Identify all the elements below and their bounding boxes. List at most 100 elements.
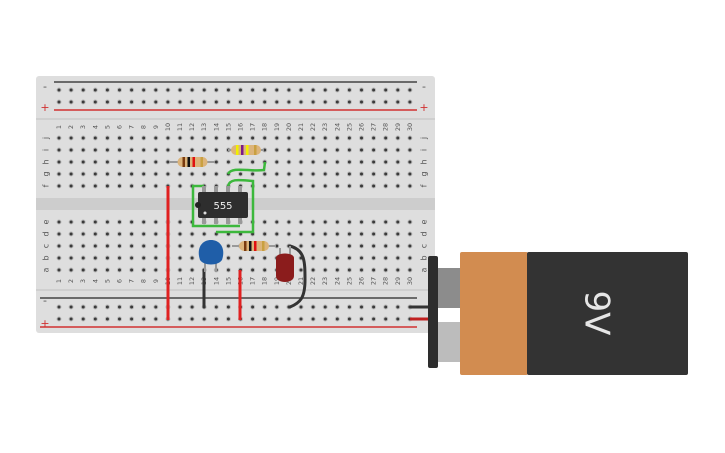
terminal-hole[interactable]: [129, 255, 135, 261]
terminal-hole[interactable]: [80, 171, 86, 177]
terminal-hole[interactable]: [286, 231, 292, 237]
terminal-hole[interactable]: [153, 159, 159, 165]
terminal-hole[interactable]: [395, 147, 401, 153]
terminal-hole[interactable]: [359, 267, 364, 273]
terminal-hole[interactable]: [346, 171, 352, 177]
terminal-hole[interactable]: [117, 255, 122, 261]
terminal-hole[interactable]: [153, 243, 159, 249]
rail-hole[interactable]: [165, 99, 171, 105]
rail-hole[interactable]: [310, 316, 316, 322]
terminal-hole[interactable]: [310, 171, 316, 177]
terminal-hole[interactable]: [346, 219, 352, 225]
rail-hole[interactable]: [104, 304, 110, 310]
terminal-hole[interactable]: [395, 231, 401, 237]
terminal-hole[interactable]: [201, 171, 207, 177]
terminal-hole[interactable]: [371, 243, 377, 249]
rail-hole[interactable]: [274, 99, 280, 105]
terminal-hole[interactable]: [407, 183, 413, 189]
terminal-hole[interactable]: [104, 135, 110, 141]
terminal-hole[interactable]: [298, 147, 304, 153]
rail-hole[interactable]: [56, 304, 62, 310]
terminal-hole[interactable]: [68, 231, 74, 237]
terminal-hole[interactable]: [189, 147, 195, 153]
rail-hole[interactable]: [141, 87, 147, 93]
terminal-hole[interactable]: [286, 135, 292, 141]
rail-hole[interactable]: [56, 87, 62, 93]
rail-hole[interactable]: [310, 87, 316, 93]
rail-hole[interactable]: [129, 316, 135, 322]
rail-hole[interactable]: [346, 304, 352, 310]
terminal-hole[interactable]: [298, 219, 304, 225]
terminal-hole[interactable]: [92, 159, 98, 165]
terminal-hole[interactable]: [56, 219, 62, 225]
terminal-hole[interactable]: [68, 183, 74, 189]
terminal-hole[interactable]: [407, 219, 413, 225]
terminal-hole[interactable]: [298, 231, 304, 237]
terminal-hole[interactable]: [274, 183, 280, 189]
terminal-hole[interactable]: [117, 135, 122, 141]
rail-hole[interactable]: [322, 99, 328, 105]
terminal-hole[interactable]: [56, 147, 62, 153]
rail-hole[interactable]: [80, 99, 86, 105]
terminal-hole[interactable]: [238, 135, 243, 141]
rail-hole[interactable]: [92, 99, 98, 105]
rail-hole[interactable]: [395, 87, 401, 93]
terminal-hole[interactable]: [334, 135, 340, 141]
terminal-hole[interactable]: [262, 135, 268, 141]
terminal-hole[interactable]: [225, 243, 231, 249]
terminal-hole[interactable]: [153, 135, 159, 141]
rail-hole[interactable]: [129, 99, 135, 105]
terminal-hole[interactable]: [238, 159, 243, 165]
rail-hole[interactable]: [225, 99, 231, 105]
terminal-hole[interactable]: [153, 255, 159, 261]
rail-hole[interactable]: [189, 87, 195, 93]
terminal-hole[interactable]: [213, 135, 219, 141]
rail-hole[interactable]: [153, 316, 159, 322]
terminal-hole[interactable]: [346, 231, 352, 237]
black-wire-led-ground[interactable]: [288, 244, 307, 309]
terminal-hole[interactable]: [225, 159, 231, 165]
terminal-hole[interactable]: [407, 135, 413, 141]
terminal-hole[interactable]: [117, 171, 122, 177]
terminal-hole[interactable]: [165, 159, 171, 165]
terminal-hole[interactable]: [334, 243, 340, 249]
green-wire-discharge[interactable]: [216, 178, 255, 234]
terminal-hole[interactable]: [201, 231, 207, 237]
terminal-hole[interactable]: [371, 231, 377, 237]
rail-hole[interactable]: [141, 316, 147, 322]
terminal-hole[interactable]: [56, 267, 62, 273]
terminal-hole[interactable]: [346, 243, 352, 249]
terminal-hole[interactable]: [250, 171, 256, 177]
terminal-hole[interactable]: [334, 219, 340, 225]
terminal-hole[interactable]: [238, 255, 243, 261]
terminal-hole[interactable]: [274, 171, 280, 177]
terminal-hole[interactable]: [141, 171, 147, 177]
wires[interactable]: [166, 161, 307, 320]
terminal-hole[interactable]: [213, 171, 219, 177]
rail-hole[interactable]: [177, 316, 183, 322]
terminal-hole[interactable]: [129, 219, 135, 225]
terminal-hole[interactable]: [359, 255, 364, 261]
terminal-hole[interactable]: [129, 159, 135, 165]
terminal-hole[interactable]: [129, 231, 135, 237]
terminal-hole[interactable]: [262, 219, 268, 225]
terminal-hole[interactable]: [250, 159, 256, 165]
terminal-hole[interactable]: [310, 183, 316, 189]
terminal-hole[interactable]: [310, 219, 316, 225]
terminal-hole[interactable]: [371, 255, 377, 261]
terminal-hole[interactable]: [141, 267, 147, 273]
terminal-hole[interactable]: [92, 219, 98, 225]
rail-hole[interactable]: [238, 99, 243, 105]
terminal-hole[interactable]: [359, 147, 364, 153]
terminal-hole[interactable]: [153, 267, 159, 273]
terminal-hole[interactable]: [68, 243, 74, 249]
terminal-hole[interactable]: [334, 183, 340, 189]
rail-hole[interactable]: [310, 304, 316, 310]
terminal-hole[interactable]: [286, 219, 292, 225]
terminal-hole[interactable]: [298, 267, 304, 273]
rail-hole[interactable]: [262, 316, 268, 322]
terminal-hole[interactable]: [213, 147, 219, 153]
terminal-hole[interactable]: [346, 147, 352, 153]
terminal-hole[interactable]: [104, 219, 110, 225]
terminal-hole[interactable]: [104, 267, 110, 273]
